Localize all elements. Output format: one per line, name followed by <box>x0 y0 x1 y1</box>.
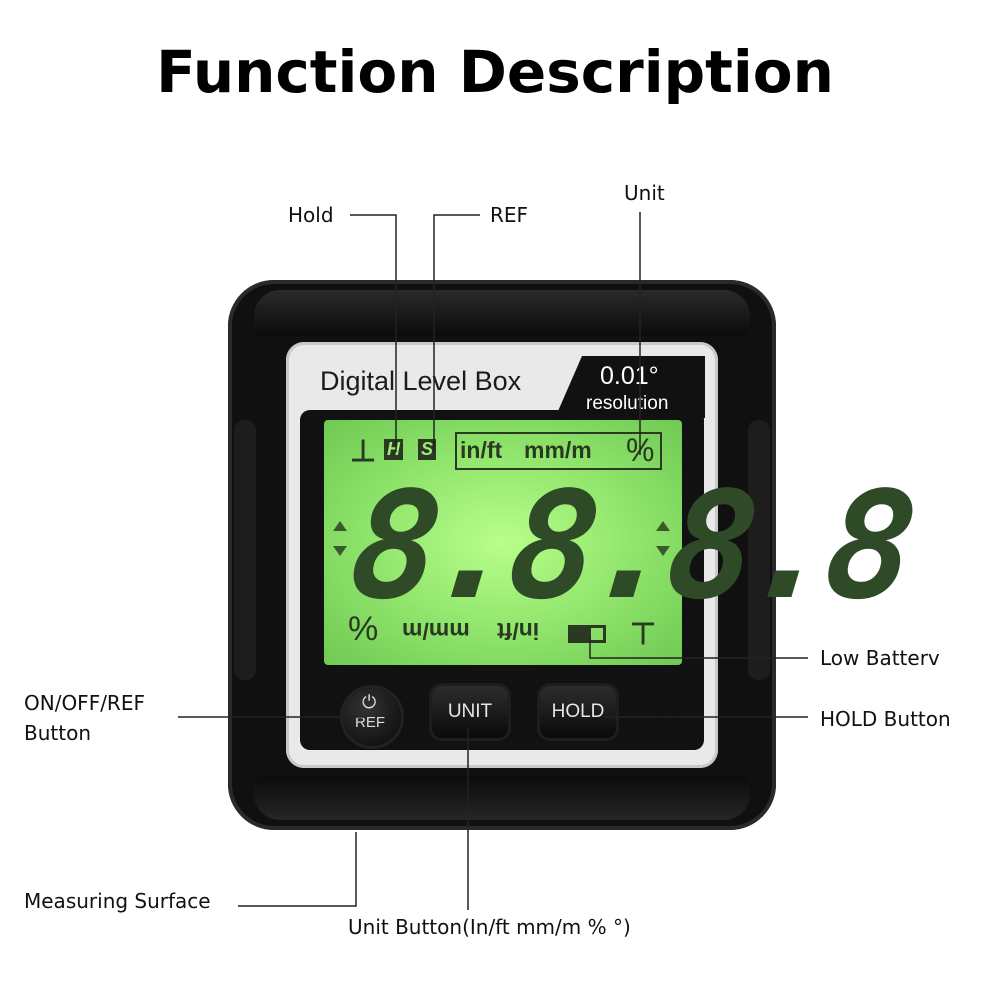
resolution-value: 0.01° <box>600 362 659 390</box>
callout-unit: Unit <box>624 181 665 205</box>
hold-indicator: H <box>384 439 403 460</box>
right-down-arrow-icon <box>656 546 670 556</box>
callout-ref: REF <box>490 203 529 227</box>
lcd-display <box>324 420 682 665</box>
callout-on-off-ref-line2: Button <box>24 721 91 745</box>
callout-hold: Hold <box>288 203 334 227</box>
callout-hold-button: HOLD Button <box>820 707 951 731</box>
bottom-in-ft: in/ft <box>497 618 540 644</box>
bottom-mm-m: mm/m <box>402 618 470 644</box>
right-grip <box>748 420 770 680</box>
bottom-percent: % <box>348 610 379 648</box>
bottom-level-icon: ⊥ <box>630 616 657 649</box>
callout-measuring-surface: Measuring Surface <box>24 889 211 913</box>
left-up-arrow-icon <box>333 521 347 531</box>
unit-mm-m: mm/m <box>524 437 592 463</box>
top-bevel <box>254 290 750 336</box>
resolution-badge <box>555 356 705 418</box>
unit-button[interactable]: UNIT <box>432 686 508 738</box>
low-battery-icon <box>568 625 606 643</box>
callout-on-off-ref-line1: ON/OFF/REF <box>24 691 145 715</box>
power-button-label: REF <box>355 714 385 731</box>
left-down-arrow-icon <box>333 546 347 556</box>
hold-button[interactable]: HOLD <box>540 686 616 738</box>
bottom-bevel <box>254 776 750 820</box>
ref-indicator: S <box>418 439 437 460</box>
resolution-label: resolution <box>586 393 669 414</box>
brand-label: Digital Level Box <box>320 366 522 396</box>
callout-unit-button: Unit Button(In/ft mm/m % °) <box>348 915 631 939</box>
power-icon: ⏻ <box>362 692 377 713</box>
lcd-digits: 8.8.8.8 <box>342 460 915 632</box>
right-up-arrow-icon <box>656 521 670 531</box>
left-grip <box>234 420 256 680</box>
magnet-icon: ∩ <box>650 688 683 734</box>
callout-low-battery: Low Batterv <box>820 646 940 670</box>
page-title: Function Description <box>156 38 834 106</box>
